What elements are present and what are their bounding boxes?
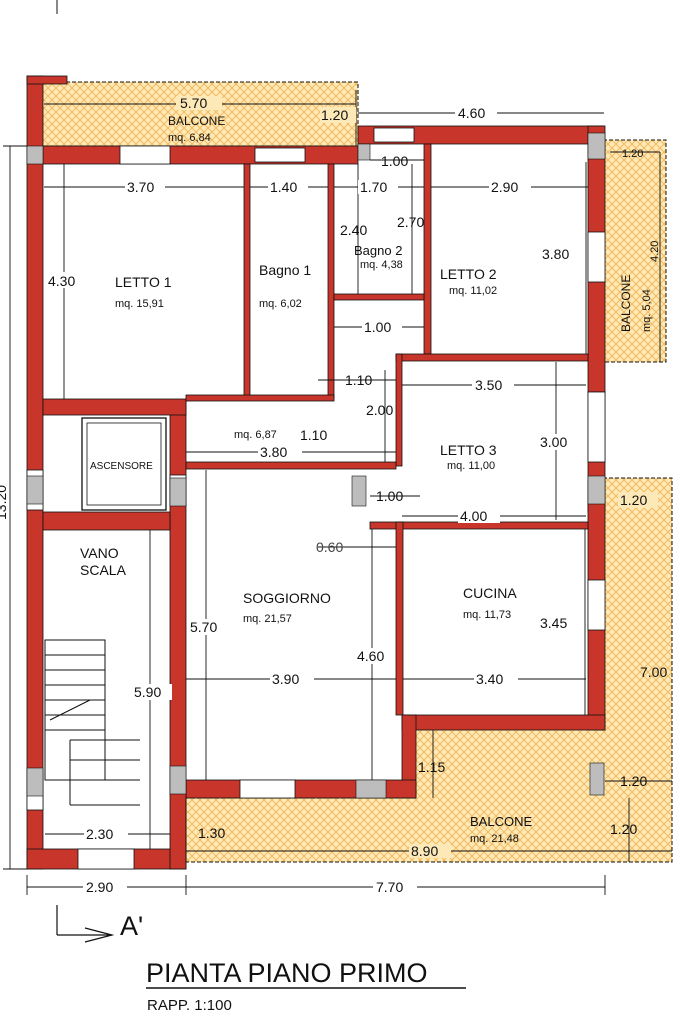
dim-460-top: 4.60 [458,105,485,121]
bagno2-area: mq. 4,38 [360,259,403,271]
cucina-area: mq. 11,73 [463,609,511,621]
dim-700: 7.00 [640,664,667,680]
dim-430: 4.30 [48,273,75,289]
letto3-name: LETTO 3 [440,442,497,458]
drawing-scale: RAPP. 1:100 [147,997,232,1014]
dim-170: 1.70 [360,179,387,195]
letto3-area: mq. 11,00 [447,460,495,472]
balcone-top-name: BALCONE [168,114,225,128]
soggiorno-area: mq. 21,57 [243,613,292,625]
balcone-bottom-area: mq. 21,48 [470,833,519,845]
balcone-bottom-name: BALCONE [470,814,532,829]
dim-350: 3.50 [475,377,502,393]
dim-380-letto2: 3.80 [542,246,569,262]
dim-590: 5.90 [134,684,161,700]
bagno1-area: mq. 6,02 [259,298,302,310]
dim-770: 7.70 [376,879,403,895]
dim-110-top: 1.10 [345,372,372,388]
dim-110-bottom: 1.10 [300,427,327,443]
bagno1-name: Bagno 1 [259,262,311,278]
balcony-right [602,139,667,363]
section-marker [56,905,115,943]
balcony-top [35,81,359,147]
dim-130: 1.30 [198,825,225,841]
balcone-top-area: mq. 6,84 [168,132,211,144]
dim-370: 3.70 [127,179,154,195]
dim-1320: 13.20 [0,485,9,520]
dim-460-soggiorno: 4.60 [357,648,384,664]
vano-scala-line1: VANO [80,545,119,561]
dim-100-letto3: 1.00 [376,488,403,504]
vano-scala-line2: SCALA [80,562,127,578]
dim-420: 4.20 [649,241,661,262]
ascensore-name: ASCENSORE [90,461,153,472]
dim-570-top: 5.70 [180,95,207,111]
balconies [35,81,673,863]
dim-380-disimp: 3.80 [260,444,287,460]
dim-120-right-low: 1.20 [620,773,647,789]
dim-200: 2.00 [366,402,393,418]
dim-115: 1.15 [418,759,445,775]
dim-290-bottom: 2.90 [86,879,113,895]
dim-120-right-mid: 1.20 [620,492,647,508]
elevator-shaft [81,417,167,511]
balcone-right-name: BALCONE [619,275,633,332]
dim-890: 8.90 [411,843,438,859]
dim-100-disimp: 1.00 [364,319,391,335]
bagno2-name: Bagno 2 [354,243,402,258]
dim-345: 3.45 [540,615,567,631]
room-labels: BALCONE mq. 6,84 LETTO 1 mq. 15,91 Bagno… [80,114,653,845]
dim-060: 0.60 [316,539,343,555]
dim-570-soggiorno: 5.70 [190,619,217,635]
dim-240: 2.40 [340,222,367,238]
dim-300: 3.00 [540,434,567,450]
disimpegno-area: mq. 6,87 [234,429,277,441]
soggiorno-name: SOGGIORNO [243,590,331,606]
balcone-right-area: mq. 5,04 [641,289,653,332]
dim-120-right-top: 1.20 [622,148,643,160]
dimension-labels: 5.70 1.20 4.60 1.20 3.70 1.40 1.70 2.90 … [0,95,667,895]
letto1-name: LETTO 1 [115,274,172,290]
cucina-name: CUCINA [463,585,517,601]
drawing-title: PIANTA PIANO PRIMO [146,958,428,988]
dim-390: 3.90 [272,671,299,687]
dim-400: 4.00 [460,508,487,524]
dim-120-bottom: 1.20 [610,821,637,837]
dim-140: 1.40 [270,179,297,195]
dim-340: 3.40 [476,671,503,687]
dim-230: 2.30 [86,826,113,842]
letto1-area: mq. 15,91 [115,298,164,310]
dim-100-bagno2: 1.00 [381,153,408,169]
letto2-name: LETTO 2 [440,266,497,282]
letto2-area: mq. 11,02 [449,285,497,297]
stairs [44,639,140,806]
dim-290-top: 2.90 [491,179,518,195]
section-marker-label: A' [120,911,143,941]
dim-120-top: 1.20 [321,107,348,123]
dim-270: 2.70 [397,214,424,230]
